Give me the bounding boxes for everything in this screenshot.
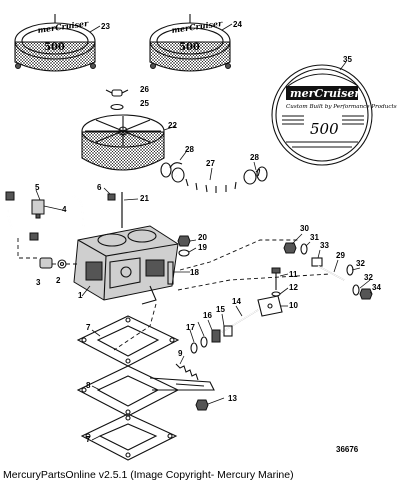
hose-clamp-28-left — [160, 162, 185, 183]
callout-7-upper: 7 — [86, 323, 91, 332]
callout-9: 9 — [178, 349, 183, 358]
carburetor-1 — [73, 225, 179, 305]
callout-3: 3 — [36, 278, 41, 287]
air-cleaner-cover-23: merCruiser 500 — [14, 14, 96, 72]
exploded-parts-diagram: merCruiser 500 merCruiser 500 merCruiser… — [5, 14, 397, 461]
wing-nut-26 — [105, 89, 129, 97]
figure-id: 36676 — [336, 445, 359, 454]
callout-22: 22 — [168, 121, 177, 130]
callout-6: 6 — [97, 183, 102, 192]
fuel-line-4 — [5, 191, 85, 241]
decal-brand-35: merCruiser — [290, 87, 361, 100]
callout-2: 2 — [56, 276, 61, 285]
callout-31: 31 — [310, 233, 319, 242]
pin-18 — [167, 261, 174, 285]
washer-12 — [271, 291, 281, 297]
air-cleaner-cover-24: merCruiser 500 — [149, 14, 231, 72]
bracket-10 — [257, 295, 283, 317]
gasket-7-upper — [76, 315, 180, 367]
callout-32-lower: 32 — [364, 273, 373, 282]
nut-20 — [177, 235, 191, 247]
breather-hose-27 — [175, 174, 251, 193]
spacer-16 — [211, 329, 221, 343]
callout-27: 27 — [206, 159, 215, 168]
callout-35: 35 — [343, 55, 352, 64]
callout-5: 5 — [35, 183, 40, 192]
bushing-15-right — [223, 325, 233, 337]
decal-subtitle: Custom Built by Performance Products — [286, 104, 397, 110]
callout-labels: 23 24 35 26 25 22 28 27 28 5 4 6 21 20 1… — [35, 20, 381, 444]
callout-14: 14 — [232, 297, 241, 306]
decal-number-35: 500 — [310, 120, 339, 138]
callout-19: 19 — [198, 243, 207, 252]
air-cleaner-22 — [81, 114, 165, 171]
callout-1: 1 — [78, 291, 83, 300]
callout-24: 24 — [233, 20, 242, 29]
callout-8: 8 — [86, 381, 91, 390]
callout-21: 21 — [140, 194, 149, 203]
callout-4: 4 — [62, 205, 67, 214]
gasket-2 — [57, 259, 67, 269]
callout-10: 10 — [289, 301, 298, 310]
spring-9 — [175, 363, 199, 381]
fuel-fitting-5 — [31, 199, 45, 219]
decal-number-23: 500 — [44, 42, 65, 53]
washer-17 — [190, 342, 198, 354]
callout-20: 20 — [198, 233, 207, 242]
callout-11: 11 — [289, 270, 298, 279]
washer-32-lower — [352, 284, 360, 296]
bushing-15-left — [200, 336, 208, 348]
callout-28-left: 28 — [185, 145, 194, 154]
callout-15-right: 15 — [216, 305, 225, 314]
plug-3 — [39, 257, 53, 269]
callout-32-upper: 32 — [356, 259, 365, 268]
spacer-plate-8 — [76, 365, 215, 417]
decal-number-24: 500 — [179, 42, 200, 53]
fitting-6 — [107, 193, 116, 201]
callout-25: 25 — [140, 99, 149, 108]
nut-30 — [283, 242, 297, 254]
hose-clamp-28-right — [243, 166, 268, 185]
callout-17: 17 — [186, 323, 195, 332]
washer-19 — [178, 249, 190, 257]
decal-brand-23: merCruiser — [37, 18, 90, 35]
stud-29 — [317, 265, 345, 281]
nut-34 — [359, 288, 373, 300]
callout-28-right: 28 — [250, 153, 259, 162]
callout-16: 16 — [203, 311, 212, 320]
callout-12: 12 — [289, 283, 298, 292]
callout-33: 33 — [320, 241, 329, 250]
callout-23: 23 — [101, 22, 110, 31]
nut-13 — [195, 399, 209, 411]
callout-34: 34 — [372, 283, 381, 292]
washer-25 — [110, 103, 124, 111]
footer-copyright: MercuryPartsOnline v2.5.1 (Image Copyrig… — [3, 469, 294, 481]
gasket-7-lower — [80, 413, 178, 461]
washer-31 — [300, 243, 308, 255]
callout-13: 13 — [228, 394, 237, 403]
callout-18: 18 — [190, 268, 199, 277]
screw-11 — [271, 267, 281, 290]
spring-33 — [311, 257, 323, 267]
decal-35: merCruiser Custom Built by Performance P… — [271, 64, 397, 166]
callout-30: 30 — [300, 224, 309, 233]
callout-29: 29 — [336, 251, 345, 260]
callout-7-lower: 7 — [86, 435, 91, 444]
rod-14 — [221, 309, 259, 333]
callout-26: 26 — [140, 85, 149, 94]
